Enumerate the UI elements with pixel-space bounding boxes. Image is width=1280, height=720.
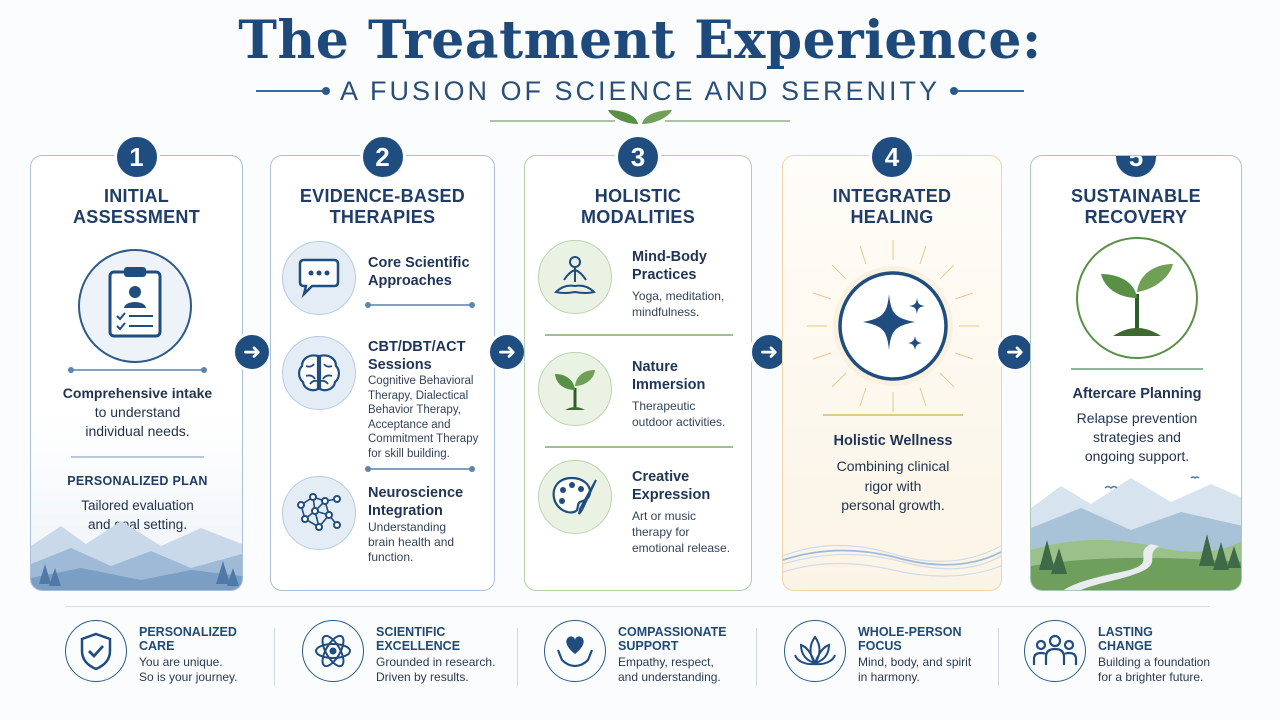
feature-separator — [756, 628, 757, 686]
art-palette-icon — [538, 460, 612, 534]
divider — [1071, 368, 1203, 370]
feature-description: You are unique.So is your journey. — [139, 655, 238, 684]
step-badge: 5 — [1113, 156, 1159, 180]
divider — [365, 302, 475, 307]
nature-path-landscape-icon — [1031, 476, 1241, 590]
feature-description: Empathy, respect,and understanding. — [618, 655, 721, 684]
step-badge: 3 — [615, 134, 661, 180]
plant-icon — [1076, 237, 1198, 359]
page-subtitle: A FUSION OF SCIENCE AND SERENITY — [339, 75, 941, 106]
sparkle-sun-icon — [807, 240, 979, 412]
step-badge: 4 — [869, 134, 915, 180]
divider — [365, 466, 475, 471]
feature-description: Grounded in research.Driven by results. — [376, 655, 496, 684]
arrow-right-icon: ➜ — [232, 332, 272, 372]
intake-text: Comprehensive intake to understand indiv… — [62, 385, 213, 439]
subtitle-rule-left — [255, 87, 330, 95]
subtitle-rule-right — [950, 87, 1025, 95]
feature-separator — [274, 628, 275, 686]
brain-icon — [282, 336, 356, 410]
divider — [71, 456, 204, 458]
atom-icon — [302, 620, 364, 682]
speech-bubble-icon — [282, 241, 356, 315]
community-icon — [1024, 620, 1086, 682]
meditation-icon — [538, 240, 612, 314]
sprout-icon — [538, 352, 612, 426]
leaf-divider-icon — [490, 110, 790, 124]
divider — [68, 367, 207, 372]
aftercare-heading: Aftercare Planning — [1072, 386, 1202, 402]
lotus-icon — [784, 620, 846, 682]
mountain-landscape-icon — [31, 521, 242, 590]
clipboard-icon — [78, 249, 192, 363]
item-description: Yoga, meditation,mindfulness. — [632, 289, 725, 319]
step-badge: 1 — [113, 134, 160, 180]
arrow-right-icon: ➜ — [995, 332, 1035, 372]
plan-heading: PERSONALIZED PLAN — [67, 474, 208, 488]
page-title: The Treatment Experience: — [238, 10, 1042, 71]
divider — [545, 446, 733, 448]
heart-hands-icon — [544, 620, 606, 682]
arrow-right-icon: ➜ — [487, 332, 527, 372]
step-badge: 2 — [359, 134, 406, 180]
bottom-divider — [65, 606, 1210, 607]
shield-check-icon — [65, 620, 127, 682]
subtitle-row: A FUSION OF SCIENCE AND SERENITY — [0, 74, 1280, 108]
neural-network-icon — [282, 476, 356, 550]
divider — [545, 334, 733, 336]
wellness-heading: Holistic Wellness — [833, 433, 953, 449]
wave-lines-icon — [783, 544, 1001, 577]
divider — [823, 414, 963, 416]
feature-separator — [998, 628, 999, 686]
feature-separator — [517, 628, 518, 686]
